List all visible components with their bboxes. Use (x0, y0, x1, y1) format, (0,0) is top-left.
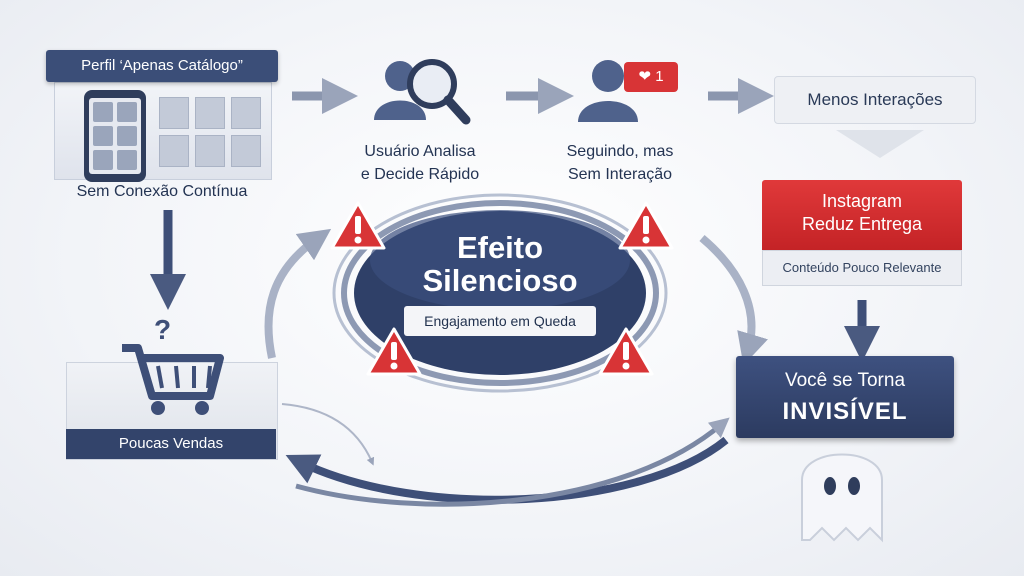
center-title: Efeito Silencioso (350, 230, 650, 298)
instagram-box: Instagram Reduz Entrega Conteúdo Pouco R… (762, 180, 962, 286)
profile-card: Perfil ‘Apenas Catálogo” (46, 50, 278, 182)
warning-icon (366, 327, 422, 376)
profile-title: Perfil ‘Apenas Catálogo” (46, 50, 278, 82)
instagram-sub: Conteúdo Pouco Relevante (762, 250, 962, 286)
analysis-line1: Usuário Analisa (364, 143, 476, 160)
badge-count: 1 (655, 68, 664, 85)
invisible-box: Você se Torna INVISÍVEL (736, 356, 954, 438)
notification-badge: ❤ 1 (624, 62, 678, 92)
fewer-interactions-box: Menos Interações (774, 76, 976, 124)
instagram-header: Instagram Reduz Entrega (762, 180, 962, 250)
question-mark: ? (154, 314, 172, 345)
instagram-line1: Instagram (821, 191, 903, 211)
ghost-icon (801, 453, 883, 543)
search-user-icon (374, 59, 471, 125)
warning-icon (330, 201, 386, 250)
center-line1: Efeito (456, 230, 544, 265)
sales-label: Poucas Vendas (66, 429, 276, 459)
center-node: Efeito Silencioso Engajamento em Queda (350, 206, 650, 378)
profile-caption: Sem Conexão Contínua (76, 183, 248, 200)
user-icon (578, 60, 638, 122)
following-label: Seguindo, mas Sem Interação (540, 140, 700, 186)
sales-box: Poucas Vendas (66, 362, 278, 460)
invisible-line2: INVISÍVEL (782, 398, 908, 425)
analysis-line2: e Decide Rápido (360, 166, 480, 184)
warning-icon (598, 327, 654, 376)
shopping-cart-icon (122, 344, 224, 415)
cycle-arrow-bottom-up (295, 417, 730, 507)
chevron-down-icon (836, 130, 924, 158)
center-subtitle: Engajamento em Queda (404, 306, 596, 336)
cycle-arrow-right-down (699, 234, 768, 366)
warning-icon (618, 201, 674, 250)
fewer-interactions-label: Menos Interações (807, 90, 943, 109)
following-line2: Sem Interação (567, 166, 673, 184)
heart-icon: ❤ (638, 68, 652, 85)
invisible-line1: Você se Torna (784, 370, 906, 391)
instagram-line2: Reduz Entrega (801, 213, 923, 234)
center-line2: Silencioso (422, 262, 578, 298)
phone-icon (84, 90, 146, 182)
thin-arrow (281, 403, 375, 466)
following-line1: Seguindo, mas (566, 143, 674, 160)
analysis-label: Usuário Analisa e Decide Rápido (330, 140, 510, 186)
cycle-arrow-left-up (264, 228, 332, 359)
cycle-arrow-bottom (285, 436, 729, 504)
